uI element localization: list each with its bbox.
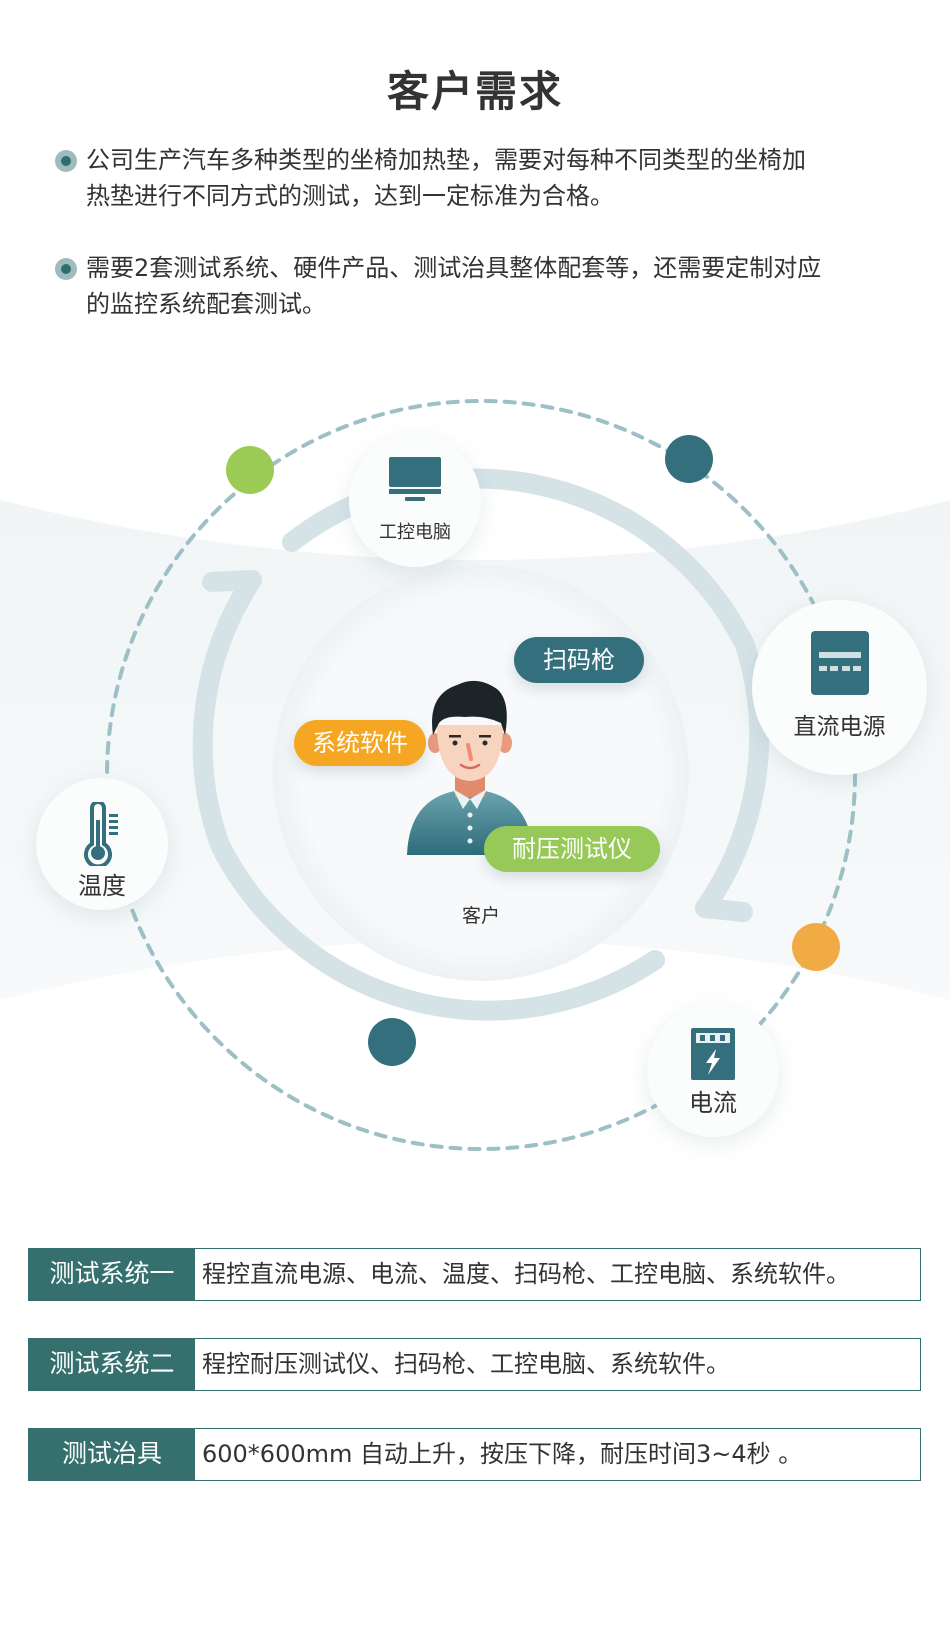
system-row-3: 测试治具 600*600mm 自动上升，按压下降，耐压时间3~4秒 。 xyxy=(28,1428,921,1481)
requirement-line: 需要2套测试系统、硬件产品、测试治具整体配套等，还需要定制对应 xyxy=(86,254,822,282)
customer-diagram: 工控电脑 直流电源 温度 xyxy=(0,360,950,1180)
green-dot-icon xyxy=(226,446,274,494)
system-row-value: 程控耐压测试仪、扫码枪、工控电脑、系统软件。 xyxy=(202,1350,730,1378)
system-row-value: 程控直流电源、电流、温度、扫码枪、工控电脑、系统软件。 xyxy=(202,1260,850,1288)
system-row-label: 测试治具 xyxy=(29,1429,195,1480)
page-title: 客户需求 xyxy=(386,67,563,116)
node-current: 电流 xyxy=(647,1005,779,1137)
power-supply-icon xyxy=(811,631,869,695)
system-row-label: 测试系统一 xyxy=(29,1249,195,1300)
requirement-line: 公司生产汽车多种类型的坐椅加热垫，需要对每种不同类型的坐椅加 xyxy=(86,146,806,174)
node-label: 直流电源 xyxy=(793,714,886,740)
teal-dot-icon xyxy=(368,1018,416,1066)
customer-label: 客户 xyxy=(461,905,500,927)
system-row-2: 测试系统二 程控耐压测试仪、扫码枪、工控电脑、系统软件。 xyxy=(28,1338,921,1391)
node-temperature: 温度 xyxy=(36,778,168,910)
node-label: 工控电脑 xyxy=(379,522,451,543)
node-ipc: 工控电脑 xyxy=(349,435,481,567)
tag-software: 系统软件 xyxy=(294,720,426,766)
tag-hipot: 耐压测试仪 xyxy=(484,826,660,872)
node-dc-power: 直流电源 xyxy=(752,600,927,775)
node-label: 电流 xyxy=(689,1089,737,1117)
requirement-bullet-1: 公司生产汽车多种类型的坐椅加热垫，需要对每种不同类型的坐椅加 热垫进行不同方式的… xyxy=(55,142,925,214)
requirement-line: 热垫进行不同方式的测试，达到一定标准为合格。 xyxy=(86,182,614,210)
tag-scanner: 扫码枪 xyxy=(514,637,644,683)
node-label: 温度 xyxy=(78,872,126,900)
orange-dot-icon xyxy=(792,923,840,971)
thermometer-icon xyxy=(84,802,118,866)
current-meter-icon xyxy=(691,1028,735,1080)
system-row-1: 测试系统一 程控直流电源、电流、温度、扫码枪、工控电脑、系统软件。 xyxy=(28,1248,921,1301)
bullet-dot-icon xyxy=(55,150,77,172)
system-row-label: 测试系统二 xyxy=(29,1339,195,1390)
bullet-dot-icon xyxy=(55,258,77,280)
system-row-value: 600*600mm 自动上升，按压下降，耐压时间3~4秒 。 xyxy=(202,1440,803,1468)
requirement-bullet-2: 需要2套测试系统、硬件产品、测试治具整体配套等，还需要定制对应 的监控系统配套测… xyxy=(55,250,925,322)
monitor-icon xyxy=(389,457,441,501)
teal-dot-icon xyxy=(665,435,713,483)
requirement-line: 的监控系统配套测试。 xyxy=(86,290,326,318)
